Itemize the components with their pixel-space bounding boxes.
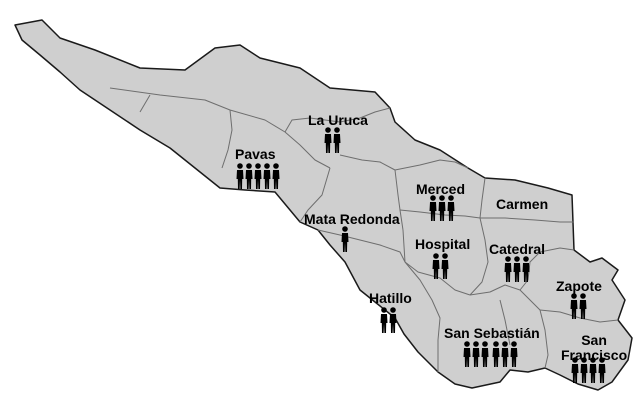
person-icon	[245, 163, 253, 189]
district-borders	[109, 87, 619, 372]
person-icon	[598, 357, 606, 383]
person-icon	[589, 357, 597, 383]
label-merced: Merced	[416, 181, 466, 197]
person-icon	[504, 256, 512, 282]
label-mata-redonda: Mata Redonda	[304, 211, 400, 227]
label-catedral: Catedral	[489, 241, 546, 257]
person-icon	[324, 127, 332, 153]
person-icon	[432, 253, 440, 279]
person-icon	[447, 195, 455, 221]
label-san-francisco: San Francisco	[561, 332, 628, 363]
person-icon	[254, 163, 262, 189]
people-group-merced	[429, 195, 455, 221]
person-icon	[272, 163, 280, 189]
label-carmen: Carmen	[496, 196, 549, 212]
person-icon	[472, 341, 480, 367]
person-icon	[580, 357, 588, 383]
person-icon	[341, 226, 349, 252]
people-group-hospital	[432, 253, 449, 279]
person-icon	[333, 127, 341, 153]
person-icon	[441, 253, 449, 279]
person-icon	[492, 341, 500, 367]
person-icon	[501, 341, 509, 367]
people-group-pavas	[236, 163, 280, 189]
people-group-mata-redonda	[341, 226, 349, 252]
person-icon	[522, 256, 530, 282]
person-icon	[570, 293, 578, 319]
person-icon	[513, 256, 521, 282]
person-icon	[463, 341, 471, 367]
label-hospital: Hospital	[415, 236, 471, 252]
people-group-la-uruca	[324, 127, 341, 153]
person-icon	[389, 307, 397, 333]
person-icon	[380, 307, 388, 333]
people-group-hatillo	[380, 307, 397, 333]
label-hatillo: Hatillo	[369, 290, 412, 306]
person-icon	[263, 163, 271, 189]
person-icon	[481, 341, 489, 367]
person-icon	[510, 341, 518, 367]
person-icon	[236, 163, 244, 189]
people-group-zapote	[570, 293, 587, 319]
people-group-catedral	[504, 256, 530, 282]
label-pavas: Pavas	[235, 146, 276, 162]
people-group-san-francisco	[571, 357, 606, 383]
person-icon	[429, 195, 437, 221]
person-icon	[571, 357, 579, 383]
canton-outline	[14, 19, 633, 391]
label-san-sebastian: San Sebastián	[444, 325, 540, 341]
people-group-san-sebastian	[463, 341, 518, 367]
person-icon	[579, 293, 587, 319]
label-zapote: Zapote	[556, 278, 602, 294]
label-la-uruca: La Uruca	[308, 112, 368, 128]
person-icon	[438, 195, 446, 221]
